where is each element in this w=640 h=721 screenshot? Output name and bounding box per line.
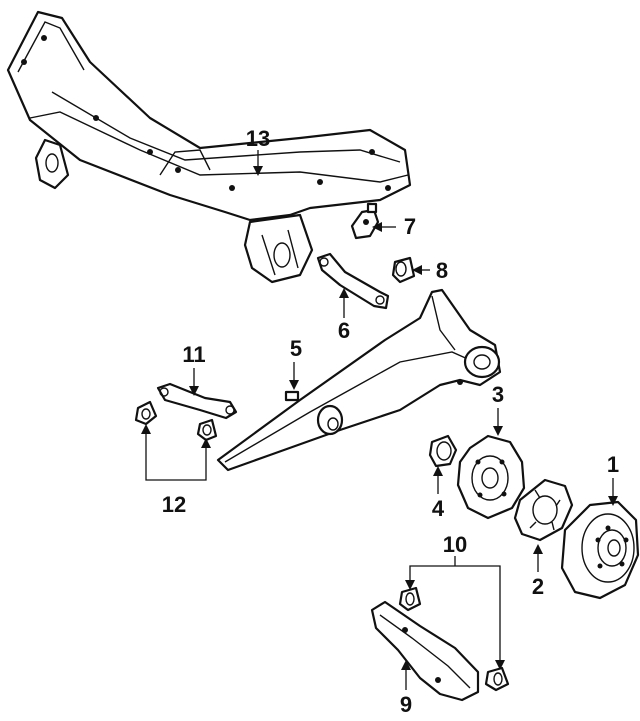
bearing-part-4 [428,434,458,468]
callout-leaders [141,150,618,690]
hub-part-2 [513,478,574,542]
bushings-part-12 [134,400,218,442]
bracket-part-7 [350,202,380,240]
callout-8: 8 [436,258,448,283]
callout-1: 1 [607,452,619,477]
callout-labels: 13 7 8 6 5 11 12 3 4 1 2 10 9 [162,126,619,717]
lower-link-part-11 [156,382,238,420]
callout-5: 5 [290,336,302,361]
callout-4: 4 [432,496,445,521]
callout-12: 12 [162,492,186,517]
callout-7: 7 [404,214,416,239]
callout-6: 6 [338,318,350,343]
lower-arm-part-9 [370,600,480,702]
bushing-part-8 [391,256,416,284]
trailing-arm-part-5 [216,288,502,472]
callout-10: 10 [443,532,467,557]
callout-11: 11 [182,342,205,367]
callout-9: 9 [400,692,412,716]
backing-plate-part-3 [456,434,526,520]
callout-13: 13 [246,126,270,151]
crossmember-part-13 [6,10,412,284]
callout-3: 3 [492,382,504,407]
callout-2: 2 [532,574,544,599]
lateral-link-part-6 [316,252,390,310]
brake-drum-part-1 [560,500,640,600]
